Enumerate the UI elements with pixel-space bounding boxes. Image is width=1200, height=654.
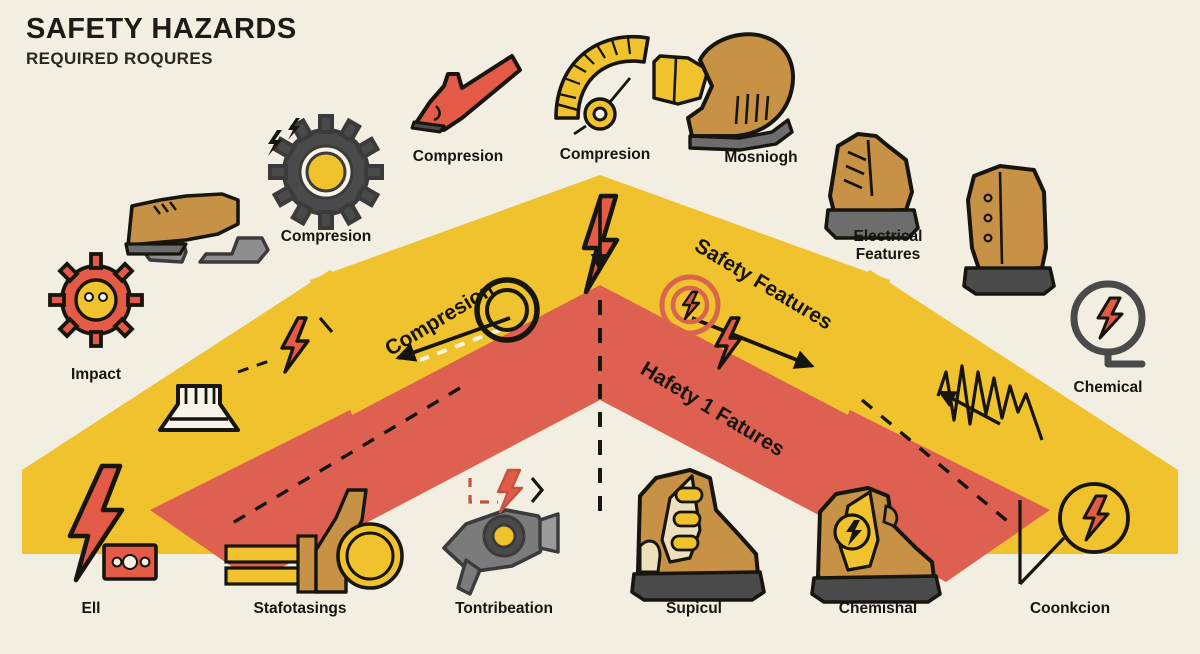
vibration-zigzag-icon <box>936 364 1044 441</box>
band-upper-right-yellow <box>600 175 890 415</box>
caption-supicul: Supicul <box>666 600 722 617</box>
bolt-large-left-icon <box>67 463 125 583</box>
brown-boot-icon <box>652 32 795 152</box>
dark-gear-icon <box>268 114 384 230</box>
caption-mosniogh: Mosniogh <box>724 149 798 166</box>
band-upper-left-yellow <box>310 175 600 415</box>
caption-tontribeation: Tontribeation <box>455 600 553 617</box>
circle-bolt-icon <box>1018 482 1130 586</box>
caption-coonkcion: Coonkcion <box>1029 600 1111 617</box>
red-shoe-icon <box>410 54 522 134</box>
band-lower-left-red <box>150 285 600 582</box>
page-subtitle: REQUIRED ROQURES <box>26 49 213 69</box>
gear-impact-icon <box>48 252 144 348</box>
caption-impact: Impact <box>71 366 121 383</box>
caption-chemishal: Chemishal <box>838 600 918 617</box>
dashed-segments-left <box>419 328 501 362</box>
clamp-disc-icon <box>224 488 404 594</box>
caption-electrical-features: Electrical Features <box>853 228 923 264</box>
dashed-line-left-red <box>223 386 461 530</box>
caption-compresion-arc: Compresion <box>559 146 651 163</box>
caption-ell: Ell <box>81 600 101 617</box>
bolt-battery-icon <box>102 543 158 581</box>
hiking-boot-icon <box>824 132 920 240</box>
vibration-tool-icon <box>442 468 560 596</box>
page-title: SAFETY HAZARDS <box>26 13 297 45</box>
flex-arc-gear-icon <box>554 35 650 136</box>
arrow-vibration-left <box>937 390 1001 426</box>
caption-chemical: Chemical <box>1073 379 1143 396</box>
caption-compresion-boot: Compresion <box>280 228 372 245</box>
header-block: SAFETY HAZARDS REQUIRED ROQURES <box>26 14 297 68</box>
flask-icon <box>158 384 240 432</box>
bolt-band-left-icon <box>280 316 334 374</box>
tall-boot-icon <box>962 164 1056 296</box>
dashed-line-right-red <box>860 398 1014 527</box>
work-boot-icon <box>630 468 766 602</box>
target-bolt-icon <box>659 274 721 336</box>
dashes-left-band <box>237 358 273 374</box>
magnifier-bolt-icon <box>1070 280 1146 368</box>
band-lower-right-red <box>600 285 1050 582</box>
electric-boot-icon <box>810 486 942 604</box>
caption-stafotasings: Stafotasings <box>253 600 347 617</box>
boot-on-rock-icon <box>124 192 270 264</box>
circle-left-yellow-icon <box>474 277 540 343</box>
caption-compresion-wedge: Compresion <box>412 148 504 165</box>
bolt-small-right-icon <box>714 316 743 370</box>
